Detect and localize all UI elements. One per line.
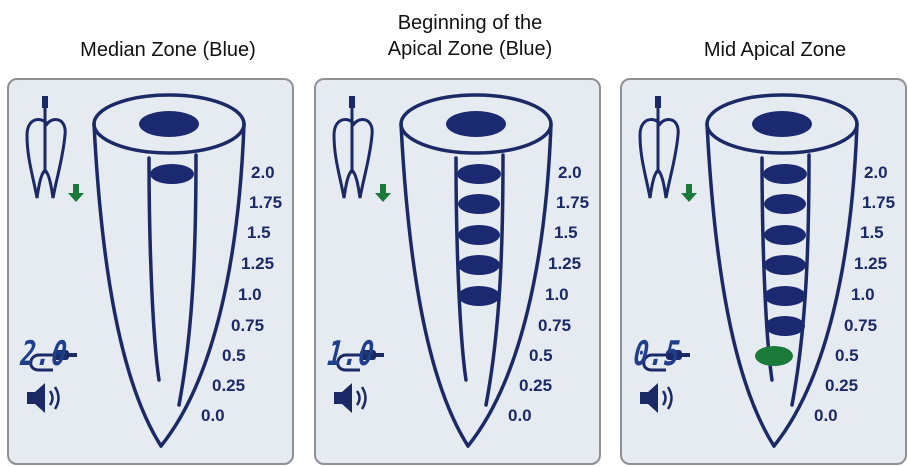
panel-1-title: Median Zone (Blue) bbox=[38, 37, 298, 63]
down-arrow-icon bbox=[375, 184, 391, 202]
panel-2-title: Beginning of the Apical Zone (Blue) bbox=[335, 10, 605, 62]
scale-label: 1.75 bbox=[249, 193, 282, 212]
scale-label: 0.25 bbox=[212, 376, 245, 395]
scale-label: 1.75 bbox=[556, 193, 589, 212]
speaker-icon bbox=[640, 383, 672, 413]
scale-label: 0.25 bbox=[825, 376, 858, 395]
zone-marker-blue bbox=[458, 255, 500, 275]
display-graphic: 2.0 1.75 1.5 1.25 1.0 0.75 0.5 0.25 0.0 bbox=[9, 80, 296, 467]
scale-label: 1.5 bbox=[247, 223, 271, 242]
zone-marker-blue bbox=[458, 286, 500, 306]
scale-label: 1.25 bbox=[854, 254, 887, 273]
zone-marker-blue bbox=[457, 164, 501, 184]
zone-marker-blue bbox=[764, 225, 806, 245]
canal-opening-marker bbox=[446, 111, 506, 137]
zone-marker-blue bbox=[764, 194, 806, 214]
scale-label: 0.25 bbox=[519, 376, 552, 395]
zone-marker-blue bbox=[458, 194, 500, 214]
scale-label: 0.0 bbox=[814, 406, 838, 425]
scale-label: 0.0 bbox=[508, 406, 532, 425]
scale-label: 1.5 bbox=[554, 223, 578, 242]
apex-locator-display-2: 2.0 1.75 1.5 1.25 1.0 0.75 0.5 0.25 0.0 1.0 bbox=[314, 78, 601, 465]
scale-label: 1.25 bbox=[548, 254, 581, 273]
scale-label: 0.0 bbox=[201, 406, 225, 425]
zone-marker-green bbox=[755, 346, 793, 366]
zone-marker-blue bbox=[150, 164, 194, 184]
zone-marker-blue bbox=[458, 225, 500, 245]
down-arrow-icon bbox=[681, 184, 697, 202]
scale-label: 2.0 bbox=[558, 163, 582, 182]
panel-3-title-line: Mid Apical Zone bbox=[645, 37, 905, 63]
scale-label: 0.5 bbox=[222, 346, 246, 365]
scale-label: 0.75 bbox=[844, 316, 877, 335]
depth-reading: 0.5 bbox=[632, 334, 683, 374]
scale-label: 1.5 bbox=[860, 223, 884, 242]
depth-reading: 2.0 bbox=[19, 334, 70, 374]
scale-label: 2.0 bbox=[864, 163, 888, 182]
speaker-icon bbox=[334, 383, 366, 413]
panel-2-title-line-2: Apical Zone (Blue) bbox=[335, 36, 605, 62]
panel-3-title: Mid Apical Zone bbox=[645, 37, 905, 63]
zone-marker-blue bbox=[764, 286, 806, 306]
down-arrow-icon bbox=[68, 184, 84, 202]
tooth-file-icon bbox=[27, 96, 65, 198]
scale-label: 0.5 bbox=[529, 346, 553, 365]
canal-opening-marker bbox=[139, 111, 199, 137]
zone-marker-blue bbox=[764, 255, 806, 275]
scale-label: 0.75 bbox=[231, 316, 264, 335]
scale-label: 1.0 bbox=[545, 285, 569, 304]
display-graphic: 2.0 1.75 1.5 1.25 1.0 0.75 0.5 0.25 0.0 bbox=[316, 80, 603, 467]
scale-label: 1.0 bbox=[851, 285, 875, 304]
speaker-icon bbox=[27, 383, 59, 413]
scale-label: 0.75 bbox=[538, 316, 571, 335]
display-graphic: 2.0 1.75 1.5 1.25 1.0 0.75 0.5 0.25 0.0 bbox=[622, 80, 908, 467]
depth-reading: 1.0 bbox=[326, 334, 377, 374]
scale-label: 1.75 bbox=[862, 193, 895, 212]
scale-label: 1.25 bbox=[241, 254, 274, 273]
apex-locator-display-3: 2.0 1.75 1.5 1.25 1.0 0.75 0.5 0.25 0.0 0.5 bbox=[620, 78, 907, 465]
scale-label: 1.0 bbox=[238, 285, 262, 304]
scale-label: 0.5 bbox=[835, 346, 859, 365]
tooth-file-icon bbox=[334, 96, 372, 198]
canal-opening-marker bbox=[752, 111, 812, 137]
scale-label: 2.0 bbox=[251, 163, 275, 182]
tooth-file-icon bbox=[640, 96, 678, 198]
panel-2-title-line-1: Beginning of the bbox=[335, 10, 605, 36]
apex-locator-display-1: 2.0 1.75 1.5 1.25 1.0 0.75 0.5 0.25 0.0 2.0 bbox=[7, 78, 294, 465]
zone-marker-blue bbox=[765, 316, 805, 336]
panel-1-title-line: Median Zone (Blue) bbox=[38, 37, 298, 63]
zone-marker-blue bbox=[763, 164, 807, 184]
